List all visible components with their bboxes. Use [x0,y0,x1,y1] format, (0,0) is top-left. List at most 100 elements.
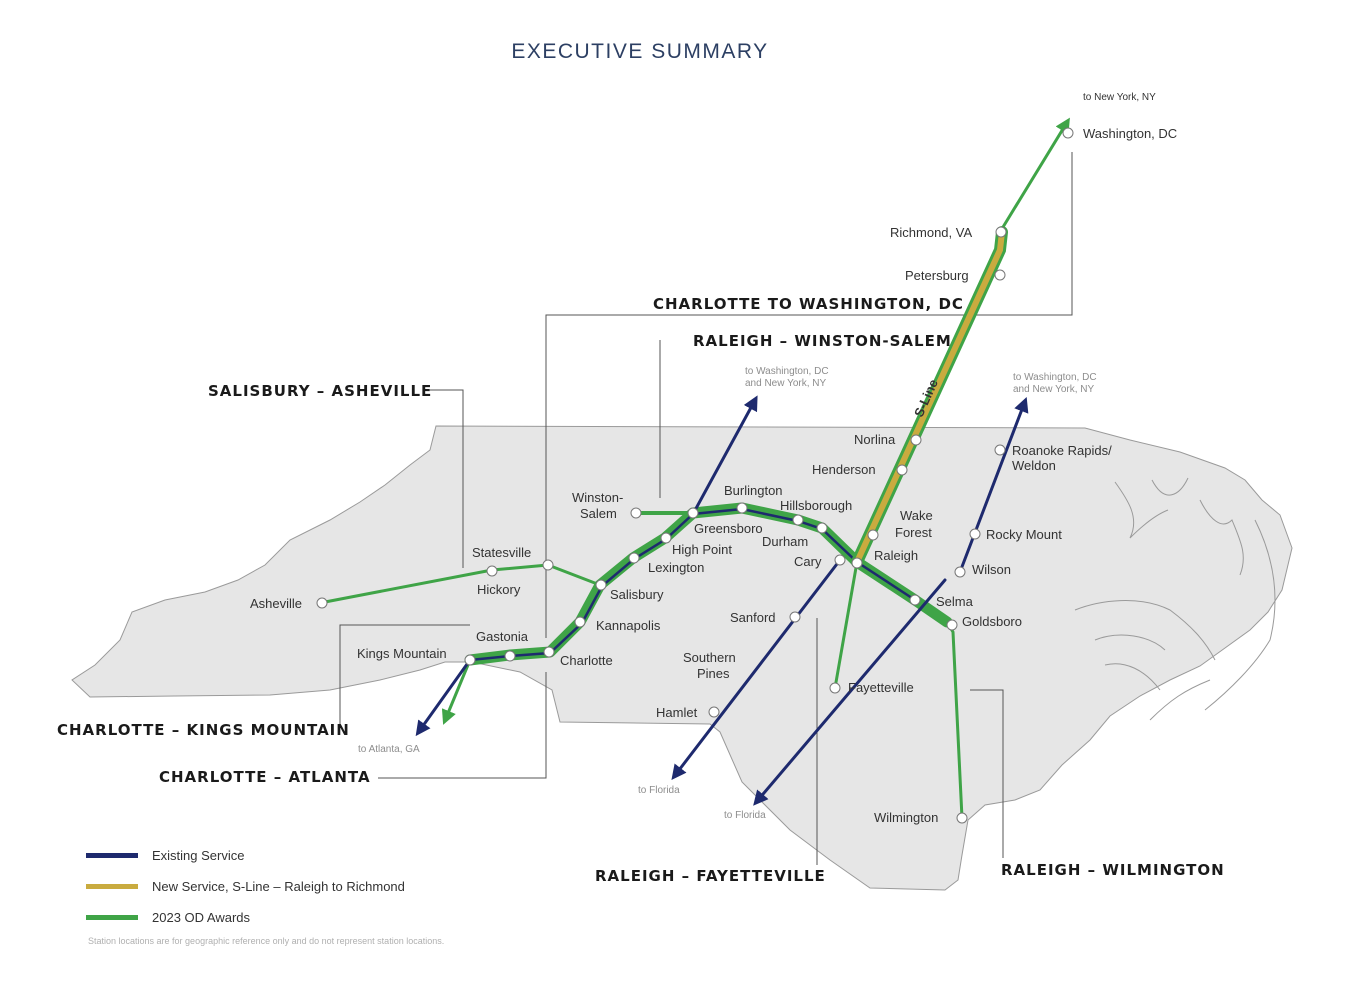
direction-wash-ny-2b: and New York, NY [1013,384,1094,395]
station-norlina [910,434,922,446]
legend-item-awards: 2023 OD Awards [86,902,405,933]
label-high-point: High Point [672,542,732,557]
label-rocky-mount: Rocky Mount [986,527,1062,542]
label-henderson: Henderson [812,462,876,477]
station-rocky-mount [969,528,981,540]
label-cary: Cary [794,554,822,569]
label-burlington: Burlington [724,483,783,498]
station-winston-salem [630,507,642,519]
label-statesville: Statesville [472,545,531,560]
label-fayetteville: Fayetteville [848,680,914,695]
label-kings-mountain: Kings Mountain [357,646,447,661]
direction-wash-ny-1a: to Washington, DC [745,366,829,377]
station-petersburg [994,269,1006,281]
legend-swatch-awards [86,915,138,920]
route-label-charlotte-atlanta: CHARLOTTE – ATLANTA [159,768,371,786]
direction-florida-1: to Florida [638,785,680,796]
route-labels: CHARLOTTE TO WASHINGTON, DC RALEIGH – WI… [57,295,1225,885]
legend-swatch-existing [86,853,138,858]
station-high-point [660,532,672,544]
direction-wash-ny-1b: and New York, NY [745,378,826,389]
legend-label: Existing Service [152,848,245,863]
label-hickory: Hickory [477,582,521,597]
direction-atlanta: to Atlanta, GA [358,744,420,755]
legend: Existing Service New Service, S-Line – R… [86,840,405,933]
station-hamlet [708,706,720,718]
label-roanoke-1: Roanoke Rapids/ [1012,443,1112,458]
station-gastonia [504,650,516,662]
label-richmond: Richmond, VA [890,225,972,240]
label-gastonia: Gastonia [476,629,529,644]
station-henderson [896,464,908,476]
station-roanoke-rapids [994,444,1006,456]
station-hillsborough [792,514,804,526]
direction-florida-2: to Florida [724,810,766,821]
label-norlina: Norlina [854,432,896,447]
station-goldsboro [946,619,958,631]
station-greensboro [687,507,699,519]
station-washington [1062,127,1074,139]
station-kannapolis [574,616,586,628]
station-fayetteville [829,682,841,694]
label-selma: Selma [936,594,974,609]
label-southern-pines-2: Pines [697,666,730,681]
label-greensboro: Greensboro [694,521,763,536]
label-lexington: Lexington [648,560,704,575]
label-hillsborough: Hillsborough [780,498,852,513]
route-label-charlotte-kings: CHARLOTTE – KINGS MOUNTAIN [57,721,350,739]
station-asheville [316,597,328,609]
label-salisbury: Salisbury [610,587,664,602]
legend-swatch-new-service [86,884,138,889]
label-wake-forest-1: Wake [900,508,933,523]
label-wake-forest-2: Forest [895,525,932,540]
label-winston-2: Salem [580,506,617,521]
direction-wash-ny-2a: to Washington, DC [1013,372,1097,383]
station-salisbury [595,579,607,591]
label-wilson: Wilson [972,562,1011,577]
callout-lines [339,152,1073,865]
route-label-charlotte-washington: CHARLOTTE TO WASHINGTON, DC [653,295,964,313]
label-goldsboro: Goldsboro [962,614,1022,629]
label-sanford: Sanford [730,610,776,625]
station-raleigh [851,557,863,569]
label-raleigh: Raleigh [874,548,918,563]
page-title: EXECUTIVE SUMMARY [511,40,769,63]
station-wilson [954,566,966,578]
route-label-raleigh-winston: RALEIGH – WINSTON-SALEM [693,332,952,350]
station-cary [834,554,846,566]
station-selma [909,594,921,606]
label-asheville: Asheville [250,596,302,611]
route-label-raleigh-wilmington: RALEIGH – WILMINGTON [1001,861,1225,879]
stations [316,127,1074,824]
station-statesville [542,559,554,571]
label-southern-pines-1: Southern [683,650,736,665]
station-durham [816,522,828,534]
label-kannapolis: Kannapolis [596,618,661,633]
label-durham: Durham [762,534,808,549]
s-line-route [851,226,1008,568]
legend-label: 2023 OD Awards [152,910,251,925]
route-label-raleigh-fayetteville: RALEIGH – FAYETTEVILLE [595,867,826,885]
station-wilmington [956,812,968,824]
route-label-salisbury-asheville: SALISBURY – ASHEVILLE [208,382,432,400]
footnote: Station locations are for geographic ref… [88,936,445,946]
legend-item-existing: Existing Service [86,840,405,871]
station-hickory [486,565,498,577]
label-roanoke-2: Weldon [1012,458,1056,473]
label-wilmington: Wilmington [874,810,938,825]
station-richmond [995,226,1007,238]
label-charlotte: Charlotte [560,653,613,668]
station-lexington [628,552,640,564]
label-hamlet: Hamlet [656,705,698,720]
city-labels: Washington, DC Richmond, VA Petersburg N… [250,126,1177,825]
station-sanford [789,611,801,623]
label-winston-1: Winston- [572,490,623,505]
direction-new-york: to New York, NY [1083,92,1156,103]
station-wake-forest [867,529,879,541]
label-washington: Washington, DC [1083,126,1177,141]
north-carolina-shape [71,425,1293,891]
station-burlington [736,502,748,514]
coastal-sounds [1074,477,1276,721]
station-kings-mountain [464,654,476,666]
